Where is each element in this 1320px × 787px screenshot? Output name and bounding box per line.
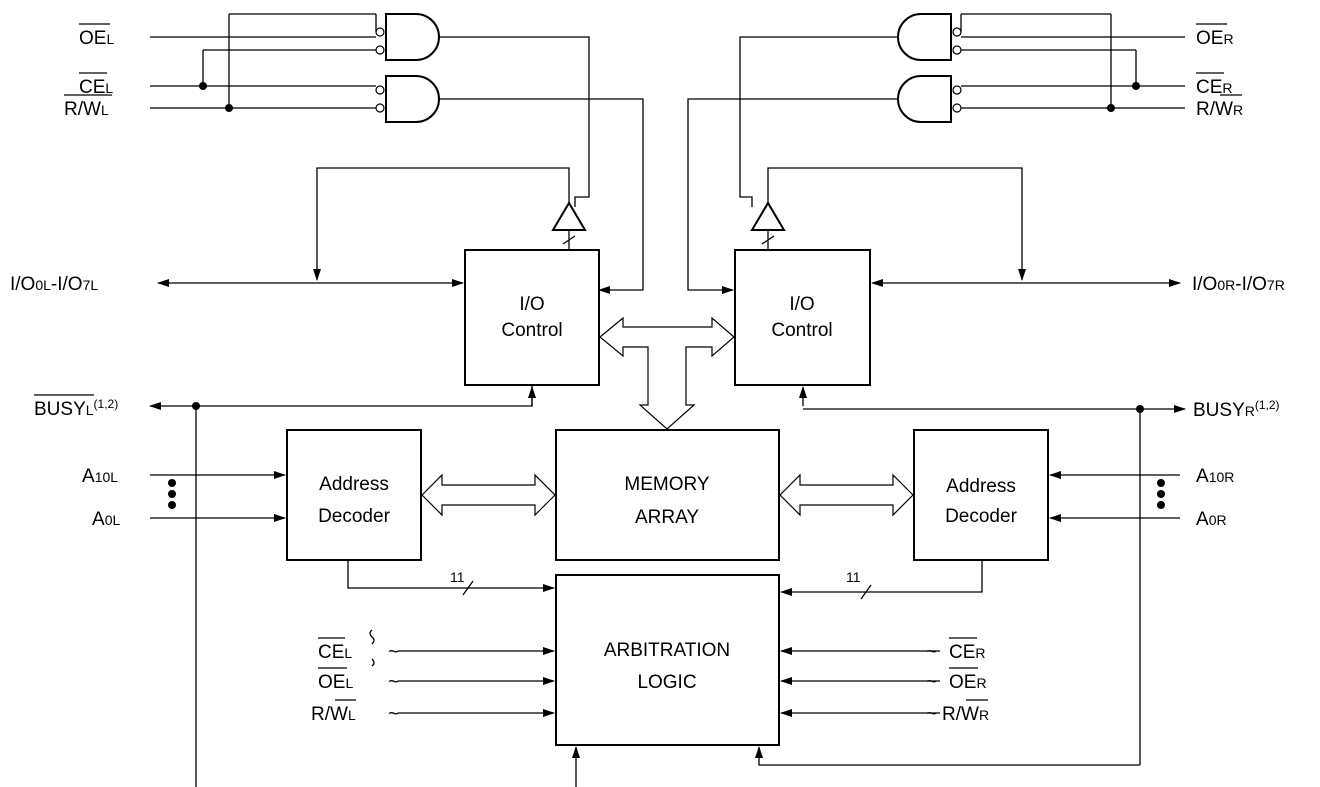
junction-dot: [1136, 405, 1144, 413]
label-rw-left: R/WL: [64, 94, 112, 120]
svg-text:CEL: CEL: [318, 642, 352, 663]
label-oe-left: OEL: [79, 23, 114, 49]
label-arb-ce-right: CER: [949, 637, 986, 663]
io-control-left-line1: I/O: [519, 294, 544, 315]
label-a0-left: A0L: [92, 509, 120, 530]
memory-array-line2: ARRAY: [635, 507, 699, 528]
and-gate-right-oe: [897, 13, 952, 61]
junction-dot: [199, 82, 207, 90]
and-gate-left-oe: [385, 13, 440, 61]
svg-text:R/WL: R/WL: [311, 704, 356, 725]
svg-text:CEL: CEL: [79, 77, 113, 98]
addr-dec-left-line2: Decoder: [318, 506, 390, 527]
address-decoder-right-block: [913, 429, 1049, 561]
io-control-left-line2: Control: [501, 320, 562, 341]
io-control-right-line1: I/O: [789, 294, 814, 315]
squiggle: ~: [926, 672, 937, 693]
svg-text:R/WR: R/WR: [1196, 99, 1243, 120]
svg-text:CER: CER: [1196, 77, 1233, 98]
memory-array-block: [555, 429, 780, 561]
svg-text:OER: OER: [1196, 28, 1234, 49]
left-addr-bus-11: [347, 560, 555, 592]
junction-dot: [225, 104, 233, 112]
right-tristate-buffer: [750, 167, 1026, 281]
squiggle: ~: [388, 642, 399, 663]
left-gates: [150, 13, 644, 294]
squiggle: ~: [388, 704, 399, 725]
label-a10-right: A10R: [1196, 466, 1234, 487]
arbitration-line2: LOGIC: [637, 672, 696, 693]
label-oe-right: OER: [1196, 23, 1234, 49]
label-arb-oe-left: OEL: [318, 667, 353, 693]
inversion-bubble: [952, 27, 962, 37]
label-ce-left: CEL: [79, 72, 113, 98]
inversion-bubble: [952, 103, 962, 113]
label-busy-left: BUSYL(1,2): [34, 394, 118, 420]
label-arb-rw-right: R/WR: [942, 699, 989, 725]
junction-dot: [1107, 104, 1115, 112]
bus-width-right: 11: [846, 569, 861, 585]
arbitration-inputs-left: [369, 629, 555, 717]
junction-dot: [192, 402, 200, 410]
and-gate-right-rw: [897, 75, 952, 123]
io-control-left-block: [464, 249, 600, 386]
address-decoder-left-block: [286, 429, 422, 561]
squiggle: ~: [388, 672, 399, 693]
inversion-bubble: [375, 27, 385, 37]
addr-dec-right-line2: Decoder: [945, 506, 1017, 527]
svg-text:OER: OER: [949, 672, 987, 693]
label-a0-right: A0R: [1196, 509, 1227, 530]
addr-dec-left-line1: Address: [319, 474, 389, 495]
inversion-bubble: [952, 45, 962, 55]
inversion-bubble: [375, 45, 385, 55]
and-gate-left-rw: [385, 75, 440, 123]
bus-width-left: 11: [450, 569, 465, 585]
svg-text:BUSYL(1,2): BUSYL(1,2): [34, 397, 118, 420]
right-decoder-memory-bus-arrow: [779, 473, 914, 517]
svg-text:OEL: OEL: [79, 28, 114, 49]
inversion-bubble: [375, 103, 385, 113]
arbitration-logic-block: [555, 574, 780, 746]
arbitration-inputs-right: [780, 647, 940, 717]
arbitration-line1: ARBITRATION: [604, 640, 730, 661]
left-tristate-buffer: [313, 167, 587, 281]
label-arb-ce-left: CEL: [318, 637, 352, 663]
left-decoder-memory-bus-arrow: [421, 473, 556, 517]
label-busy-right: BUSYR(1,2): [1193, 398, 1280, 421]
io-memory-bus-arrow: [599, 316, 735, 430]
squiggle: ~: [926, 642, 937, 663]
label-arb-rw-left: R/WL: [311, 699, 356, 725]
addr-dec-right-line1: Address: [946, 476, 1016, 497]
svg-text:CER: CER: [949, 642, 986, 663]
right-gates: [687, 13, 1185, 294]
inversion-bubble: [375, 85, 385, 95]
memory-array-line1: MEMORY: [624, 474, 709, 495]
io-control-right-line2: Control: [771, 320, 832, 341]
svg-text:R/WL: R/WL: [64, 99, 109, 120]
io-control-right-block: [734, 249, 871, 386]
busy-left-line: [149, 385, 533, 410]
svg-text:R/WR: R/WR: [942, 704, 989, 725]
svg-text:OEL: OEL: [318, 672, 353, 693]
label-io-right: I/O0R-I/O7R: [1192, 274, 1285, 295]
label-ce-right: CER: [1196, 72, 1233, 98]
squiggle: ~: [926, 704, 937, 725]
junction-dot: [1132, 82, 1140, 90]
label-rw-right: R/WR: [1196, 94, 1243, 120]
label-arb-oe-right: OER: [949, 667, 987, 693]
label-io-left: I/O0L-I/O7L: [10, 274, 98, 295]
right-addr-bus-11: [780, 560, 983, 596]
inversion-bubble: [952, 85, 962, 95]
label-a10-left: A10L: [82, 466, 118, 487]
